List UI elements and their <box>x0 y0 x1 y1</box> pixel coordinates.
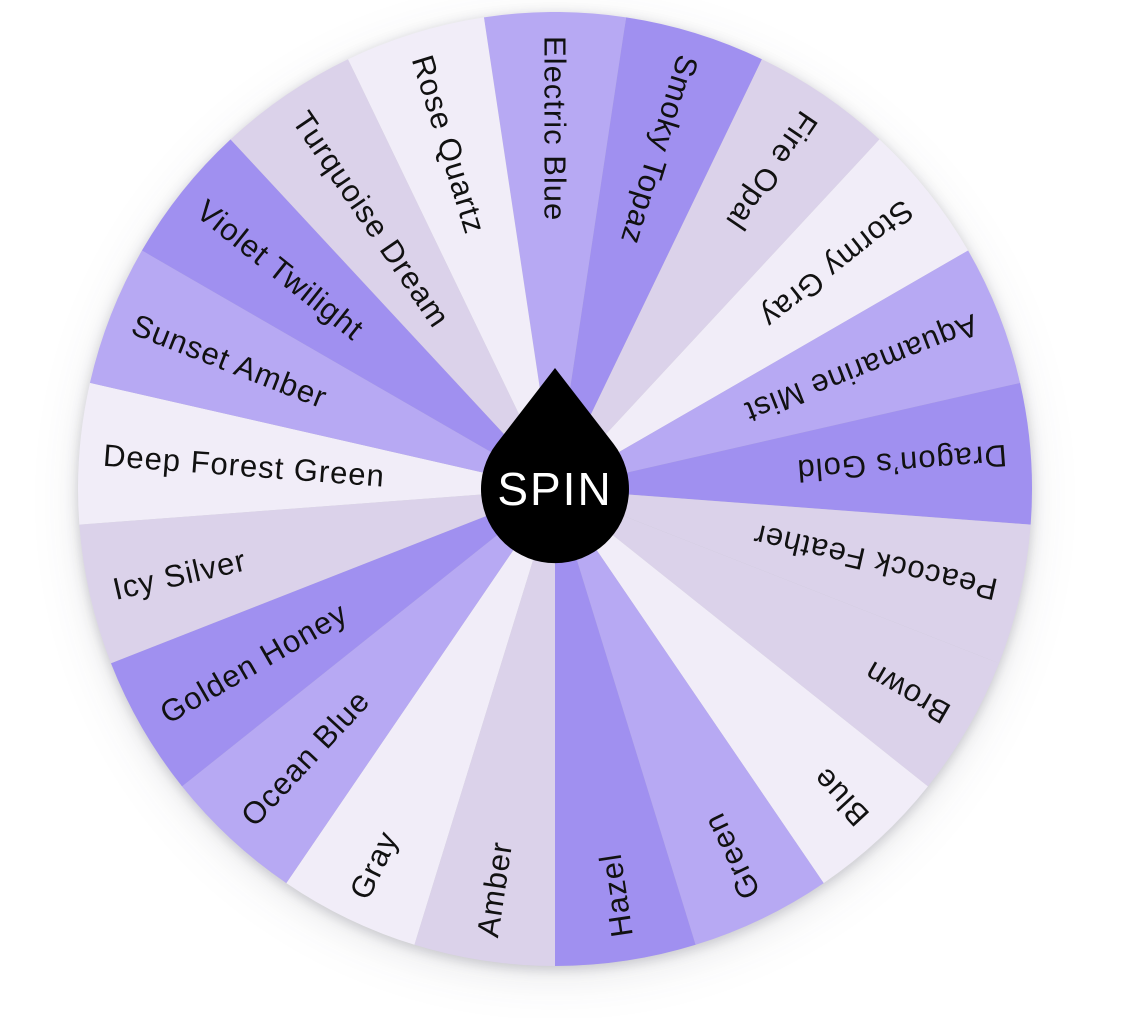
wheel-slice[interactable] <box>182 489 555 884</box>
wheel-slice[interactable] <box>555 139 969 489</box>
wheel-slice[interactable] <box>555 250 1021 490</box>
wheel-slice[interactable] <box>555 489 696 966</box>
wheel-slice[interactable] <box>79 489 555 664</box>
wheel-slice[interactable] <box>77 382 555 525</box>
spin-pointer-icon[interactable] <box>481 368 629 564</box>
wheel-slice[interactable] <box>414 489 555 966</box>
wheel-slice[interactable] <box>555 489 928 884</box>
spin-label[interactable]: SPIN <box>497 463 612 515</box>
wheel-slice[interactable] <box>483 12 627 490</box>
wheel-slice[interactable] <box>141 139 555 489</box>
spin-button[interactable]: SPIN <box>481 368 629 564</box>
wheel-slice[interactable] <box>348 17 555 490</box>
wheel-slice[interactable] <box>110 489 555 787</box>
slice-label: Electric Blue <box>538 36 573 221</box>
wheel-slice[interactable] <box>555 489 1031 664</box>
wheel-slice[interactable] <box>555 59 880 490</box>
wheel-slice[interactable] <box>230 59 555 490</box>
wheel-slice[interactable] <box>555 489 824 945</box>
wheel-slice[interactable] <box>555 17 762 490</box>
wheel-slice[interactable] <box>286 489 555 945</box>
wheel-slice[interactable] <box>555 382 1033 525</box>
wheel-slice[interactable] <box>555 489 1000 787</box>
wheel-slice[interactable] <box>89 250 556 490</box>
